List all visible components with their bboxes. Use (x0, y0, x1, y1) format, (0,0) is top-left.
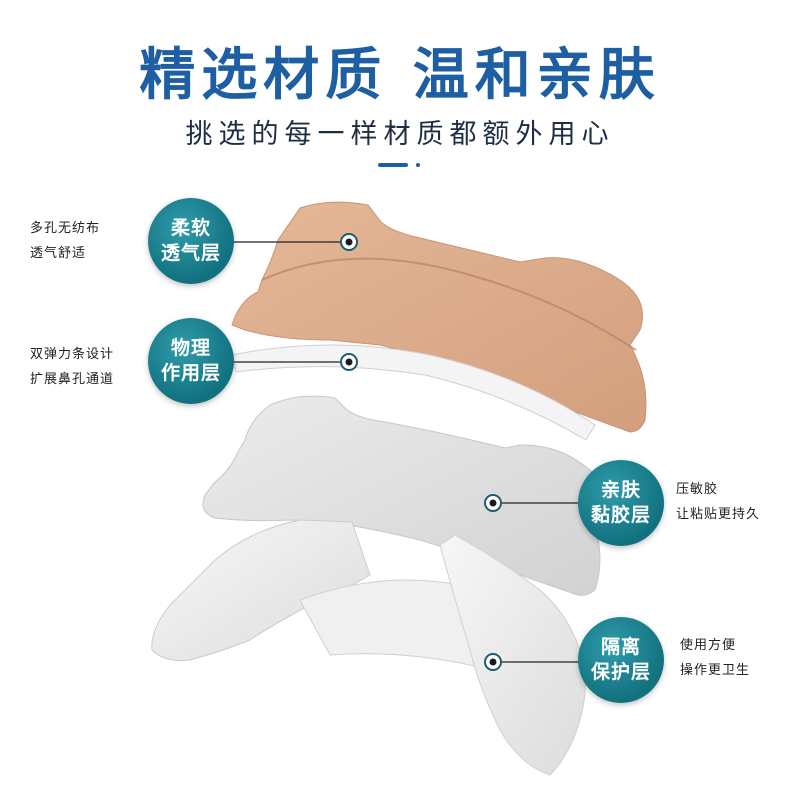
breathable-layer-crease (261, 257, 637, 351)
elastic-band-shape (231, 344, 596, 441)
note-protective-layer: 使用方便 操作更卫生 (680, 638, 751, 678)
badge-label: 柔软 透气层 (160, 217, 221, 264)
accent-dot (416, 163, 420, 167)
badge-adhesive-layer: 亲肤 黏胶层 (578, 460, 664, 546)
connector-dot-4 (484, 653, 502, 671)
note-physical-layer: 双弹力条设计 扩展鼻孔通道 (30, 347, 115, 387)
badge-label: 亲肤 黏胶层 (590, 479, 651, 526)
release-paper-right (439, 534, 587, 776)
adhesive-layer-shape (202, 395, 604, 596)
badge-physical-layer: 物理 作用层 (148, 318, 234, 404)
badge-label: 物理 作用层 (160, 337, 221, 384)
page-subtitle: 挑选的每一样材质都额外用心 (185, 119, 615, 150)
badge-protective-layer: 隔离 保护层 (578, 617, 664, 703)
note-adhesive-layer: 压敏胶 让粘贴更持久 (676, 482, 761, 522)
accent-bar (378, 163, 408, 167)
connector-dot-2 (340, 353, 358, 371)
page-title: 精选材质 温和亲肤 (139, 43, 661, 108)
note-breathable-layer: 多孔无纺布 透气舒适 (30, 221, 101, 261)
release-paper-left (151, 519, 371, 661)
connector-dot-3 (484, 494, 502, 512)
connector-dot-1 (340, 233, 358, 251)
badge-breathable-layer: 柔软 透气层 (148, 198, 234, 284)
badge-label: 隔离 保护层 (590, 636, 651, 683)
